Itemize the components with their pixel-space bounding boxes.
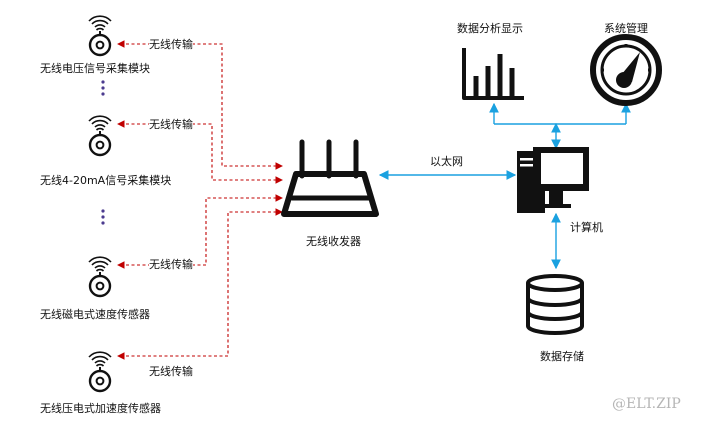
wireless-link-2-label: 无线传输: [149, 118, 193, 131]
module-1-label: 无线电压信号采集模块: [40, 62, 150, 75]
module-4-label: 无线压电式加速度传感器: [40, 402, 161, 415]
network-links: [378, 102, 631, 270]
storage-label: 数据存储: [540, 350, 584, 363]
module-2-label: 无线4-20mA信号采集模块: [40, 174, 172, 187]
analysis-label: 数据分析显示: [457, 22, 523, 35]
watermark: @ELT.ZIP: [612, 396, 681, 412]
module-3-icon: [87, 255, 113, 298]
computer-icon: [517, 147, 589, 213]
wireless-link-4: [117, 208, 283, 360]
module-3-label: 无线磁电式速度传感器: [40, 308, 150, 321]
module-2-icon: [87, 114, 113, 157]
transceiver-icon: [281, 139, 379, 217]
ellipsis-dots-1: [101, 80, 105, 96]
wireless-link-1-label: 无线传输: [149, 38, 193, 51]
wireless-link-2: [117, 120, 283, 184]
wireless-link-3-label: 无线传输: [149, 258, 193, 271]
analysis-chart-icon: [462, 48, 524, 100]
ellipsis-dots-2: [101, 209, 105, 225]
wireless-link-3: [117, 194, 283, 269]
module-4-icon: [87, 350, 113, 393]
module-1-icon: [87, 14, 113, 57]
management-label: 系统管理: [604, 22, 648, 35]
storage-database-icon: [526, 274, 584, 335]
management-gauge-icon: [590, 34, 662, 106]
computer-label: 计算机: [570, 221, 603, 234]
transceiver-label: 无线收发器: [306, 235, 361, 248]
wireless-link-4-label: 无线传输: [149, 365, 193, 378]
ethernet-label: 以太网: [430, 155, 463, 168]
